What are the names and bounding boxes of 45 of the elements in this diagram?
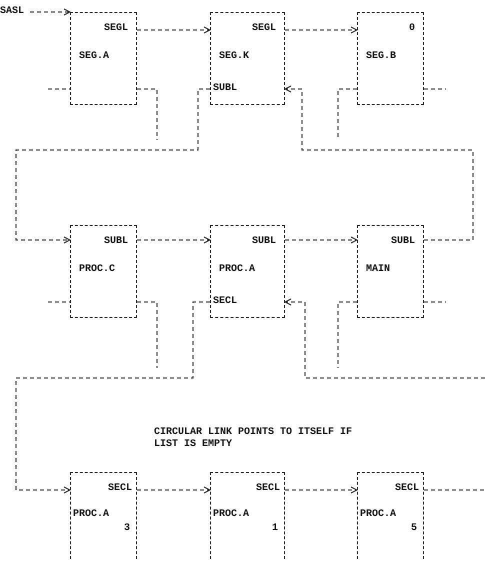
- list-element-box: [210, 472, 285, 561]
- field-label: 5: [410, 523, 417, 535]
- list-element-box: [210, 12, 285, 105]
- field-label: 3: [124, 523, 130, 535]
- link-arrow: [284, 298, 485, 378]
- list-element-box: [357, 472, 424, 561]
- link-arrow: [284, 86, 474, 240]
- list-element-box: [70, 225, 137, 318]
- node-name: PROC.A: [219, 264, 256, 276]
- node-name: SEG.B: [366, 51, 396, 63]
- node-name: PROC.A: [213, 509, 250, 521]
- node-name: PROC.A: [73, 509, 110, 521]
- link-arrow: [284, 26, 358, 34]
- field-label: SECL: [394, 483, 419, 495]
- field-label: 1: [272, 523, 278, 535]
- node-name: SEG.K: [219, 51, 250, 63]
- note-text: CIRCULAR LINK POINTS TO ITSELF IF LIST IS EMPTY: [154, 427, 354, 451]
- field-label: SUBL: [390, 236, 415, 248]
- link-arrow: [284, 236, 358, 244]
- link-arrow: [16, 88, 210, 244]
- node-name: SEG.A: [79, 51, 110, 63]
- link-arrow: [30, 8, 70, 16]
- field-label: SECL: [256, 483, 280, 495]
- link-arrow: [136, 486, 210, 494]
- field-label: SUBL: [104, 236, 128, 248]
- node-name: PROC.A: [360, 509, 396, 521]
- link-arrow: [136, 236, 210, 244]
- field-label: SEGL: [252, 23, 276, 35]
- field-label: SECL: [213, 296, 238, 308]
- node-name: PROC.C: [79, 264, 116, 276]
- field-label: SUBL: [213, 83, 238, 95]
- field-label: SEGL: [104, 23, 128, 35]
- node-name: MAIN: [366, 264, 390, 276]
- link-arrow: [136, 26, 210, 34]
- list-element-box: [70, 12, 137, 105]
- list-element-box: [357, 12, 424, 105]
- link-arrow: [284, 486, 358, 494]
- list-element-box: [70, 472, 137, 561]
- field-label: SECL: [108, 483, 132, 495]
- list-anchor-label: SASL: [0, 6, 24, 18]
- list-element-box: [357, 225, 424, 318]
- field-label: SUBL: [252, 236, 276, 248]
- field-label: 0: [408, 23, 415, 35]
- list-element-box: [210, 225, 285, 318]
- link-arrow: [16, 302, 210, 494]
